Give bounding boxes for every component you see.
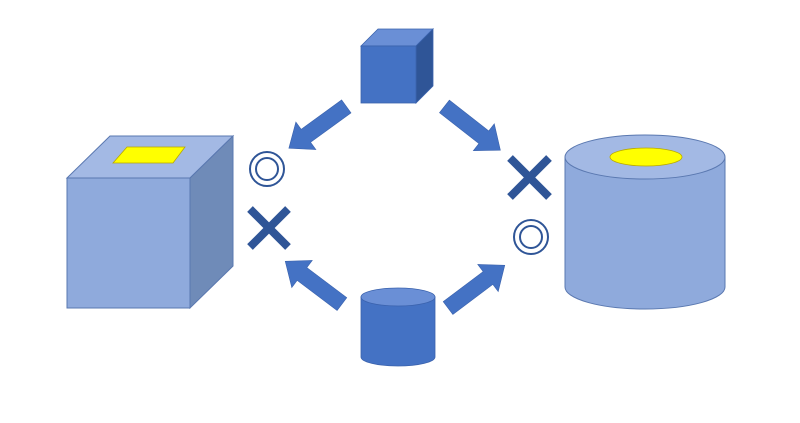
cross-icon [247,206,291,250]
large-cube [65,134,235,310]
large-cylinder [564,134,726,310]
small-cylinder-top-face [360,287,436,307]
cross-icon [507,155,552,200]
double-circle-icon [513,219,549,255]
small-cube [360,28,434,104]
arrow-cube-to-cylinder [439,99,501,151]
arrow-cylinder-to-cylinder [442,264,506,315]
arrow-cylinder-to-cube [284,260,348,311]
double-circle-icon [249,151,285,187]
small-cylinder-body [360,296,436,367]
round-hole [609,147,683,167]
arrow-cube-to-cube [288,99,352,150]
square-hole [112,146,186,164]
large-cylinder-body [564,156,726,310]
small-cube-front-face [360,45,417,104]
small-cylinder [360,287,436,367]
large-cube-front-face [66,177,191,309]
